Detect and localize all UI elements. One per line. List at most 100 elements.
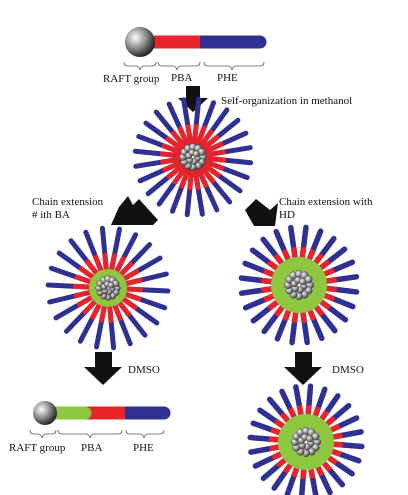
micelle-arm — [198, 107, 230, 149]
top-brackets — [123, 61, 265, 71]
pba-segment — [185, 124, 194, 145]
bottom-brackets — [29, 429, 165, 439]
micelle-arm — [307, 462, 319, 495]
micelle-core — [95, 275, 121, 301]
micelle-arm — [326, 429, 364, 441]
pba-segment — [161, 160, 183, 173]
micelle-arm — [137, 159, 184, 184]
arrow-down-left-icon — [111, 196, 158, 225]
top-bracket-raft — [123, 61, 157, 71]
micelle-arm — [184, 167, 195, 218]
top-phe-label: PHE — [217, 72, 238, 84]
pba-segment — [178, 168, 191, 189]
micelle-arm — [166, 101, 191, 148]
pba-segment — [177, 125, 190, 147]
micelle-arm — [202, 159, 250, 181]
micelle-arm — [143, 120, 185, 152]
micelle-arm — [288, 224, 299, 264]
core-bead — [306, 435, 314, 443]
core-bead — [107, 281, 115, 289]
pba-segment — [171, 166, 188, 186]
pba-segment — [199, 165, 216, 185]
pba-segment — [159, 151, 181, 159]
micelle-arm — [305, 383, 314, 421]
micelle-arm — [156, 165, 188, 207]
pba-segment — [201, 134, 221, 151]
ba-shell-ring — [278, 414, 334, 470]
bottom-raft-label: RAFT group — [9, 442, 66, 454]
micelle-core — [284, 270, 315, 301]
micelle-arm — [99, 225, 110, 276]
arrow-down-top-icon — [178, 86, 208, 112]
ba-shell-ring — [271, 257, 327, 313]
ba-shell-ring — [89, 269, 127, 307]
micelle-methanol — [132, 96, 254, 218]
dmso-left-label: DMSO — [128, 364, 160, 376]
bottom-phe-label: PHE — [133, 442, 154, 454]
core-bead — [299, 278, 307, 286]
dmso-right-label: DMSO — [332, 364, 364, 376]
micelle-arm — [238, 275, 278, 285]
bottom-polymer-chain — [33, 401, 171, 425]
micelle-arm — [120, 286, 171, 294]
micelle-hd-dmso — [247, 383, 365, 495]
top-bracket-pba — [157, 61, 201, 71]
self-organization-label: Self-organization in methanol — [221, 95, 352, 107]
micelle-arm — [181, 97, 194, 147]
micelle-arm — [201, 162, 243, 194]
micelle-arm — [247, 434, 285, 443]
micelle-hd-extended — [238, 224, 360, 346]
micelle-arm — [202, 130, 249, 155]
pba-segment — [192, 169, 201, 190]
top-raft-sphere-icon — [125, 27, 155, 57]
micelle-arm — [299, 306, 310, 346]
pba-segment — [165, 163, 185, 180]
pba-segment — [202, 162, 222, 179]
micelle-arm — [200, 117, 241, 152]
top-polymer-chain — [125, 27, 267, 57]
pba-segment — [205, 155, 227, 163]
micelle-arm — [248, 443, 286, 455]
top-bracket-phe — [203, 61, 265, 71]
pba-segment — [198, 128, 215, 148]
pba-segment — [205, 149, 226, 158]
micelle-core — [291, 427, 322, 458]
top-raft-label: RAFT group — [103, 73, 160, 85]
chain-extension-ba-label-2: # ith BA — [32, 209, 70, 221]
micelle-arm — [106, 300, 117, 351]
micelle-arm — [203, 145, 253, 158]
micelle-arm — [198, 164, 233, 205]
micelle-ba-extended — [45, 225, 171, 351]
pba-segment — [196, 167, 209, 189]
pba-segment — [195, 125, 208, 146]
bottom-bracket-raft — [29, 429, 57, 439]
bottom-raft-sphere-icon — [33, 401, 57, 425]
pba-segment — [187, 169, 195, 191]
pba-segment — [160, 156, 181, 165]
micelle-arm — [298, 463, 307, 495]
micelle-arm — [320, 285, 360, 295]
arrow-down-right-icon — [245, 199, 278, 226]
pba-segment — [170, 129, 187, 149]
micelle-arm — [320, 274, 360, 285]
micelle-arm — [136, 133, 184, 155]
pba-segment — [161, 142, 182, 155]
micelle-arm — [289, 306, 299, 346]
micelle-core — [179, 143, 207, 171]
micelle-arm — [195, 166, 220, 213]
micelle-arm — [327, 441, 365, 450]
arrow-down-mid-right-icon — [284, 352, 322, 385]
micelle-arm — [299, 224, 309, 264]
pba-segment — [204, 159, 225, 172]
bottom-bracket-pba — [57, 429, 123, 439]
chain-extension-hd-label-1: Chain extension with — [279, 196, 373, 208]
micelle-arm — [238, 285, 278, 296]
micelle-arm — [132, 148, 183, 159]
micelle-arm — [191, 96, 202, 147]
micelle-arm — [145, 162, 186, 197]
top-pba-label: PBA — [171, 72, 192, 84]
micelle-arm — [133, 156, 183, 169]
chain-extension-hd-label-2: HD — [279, 209, 295, 221]
